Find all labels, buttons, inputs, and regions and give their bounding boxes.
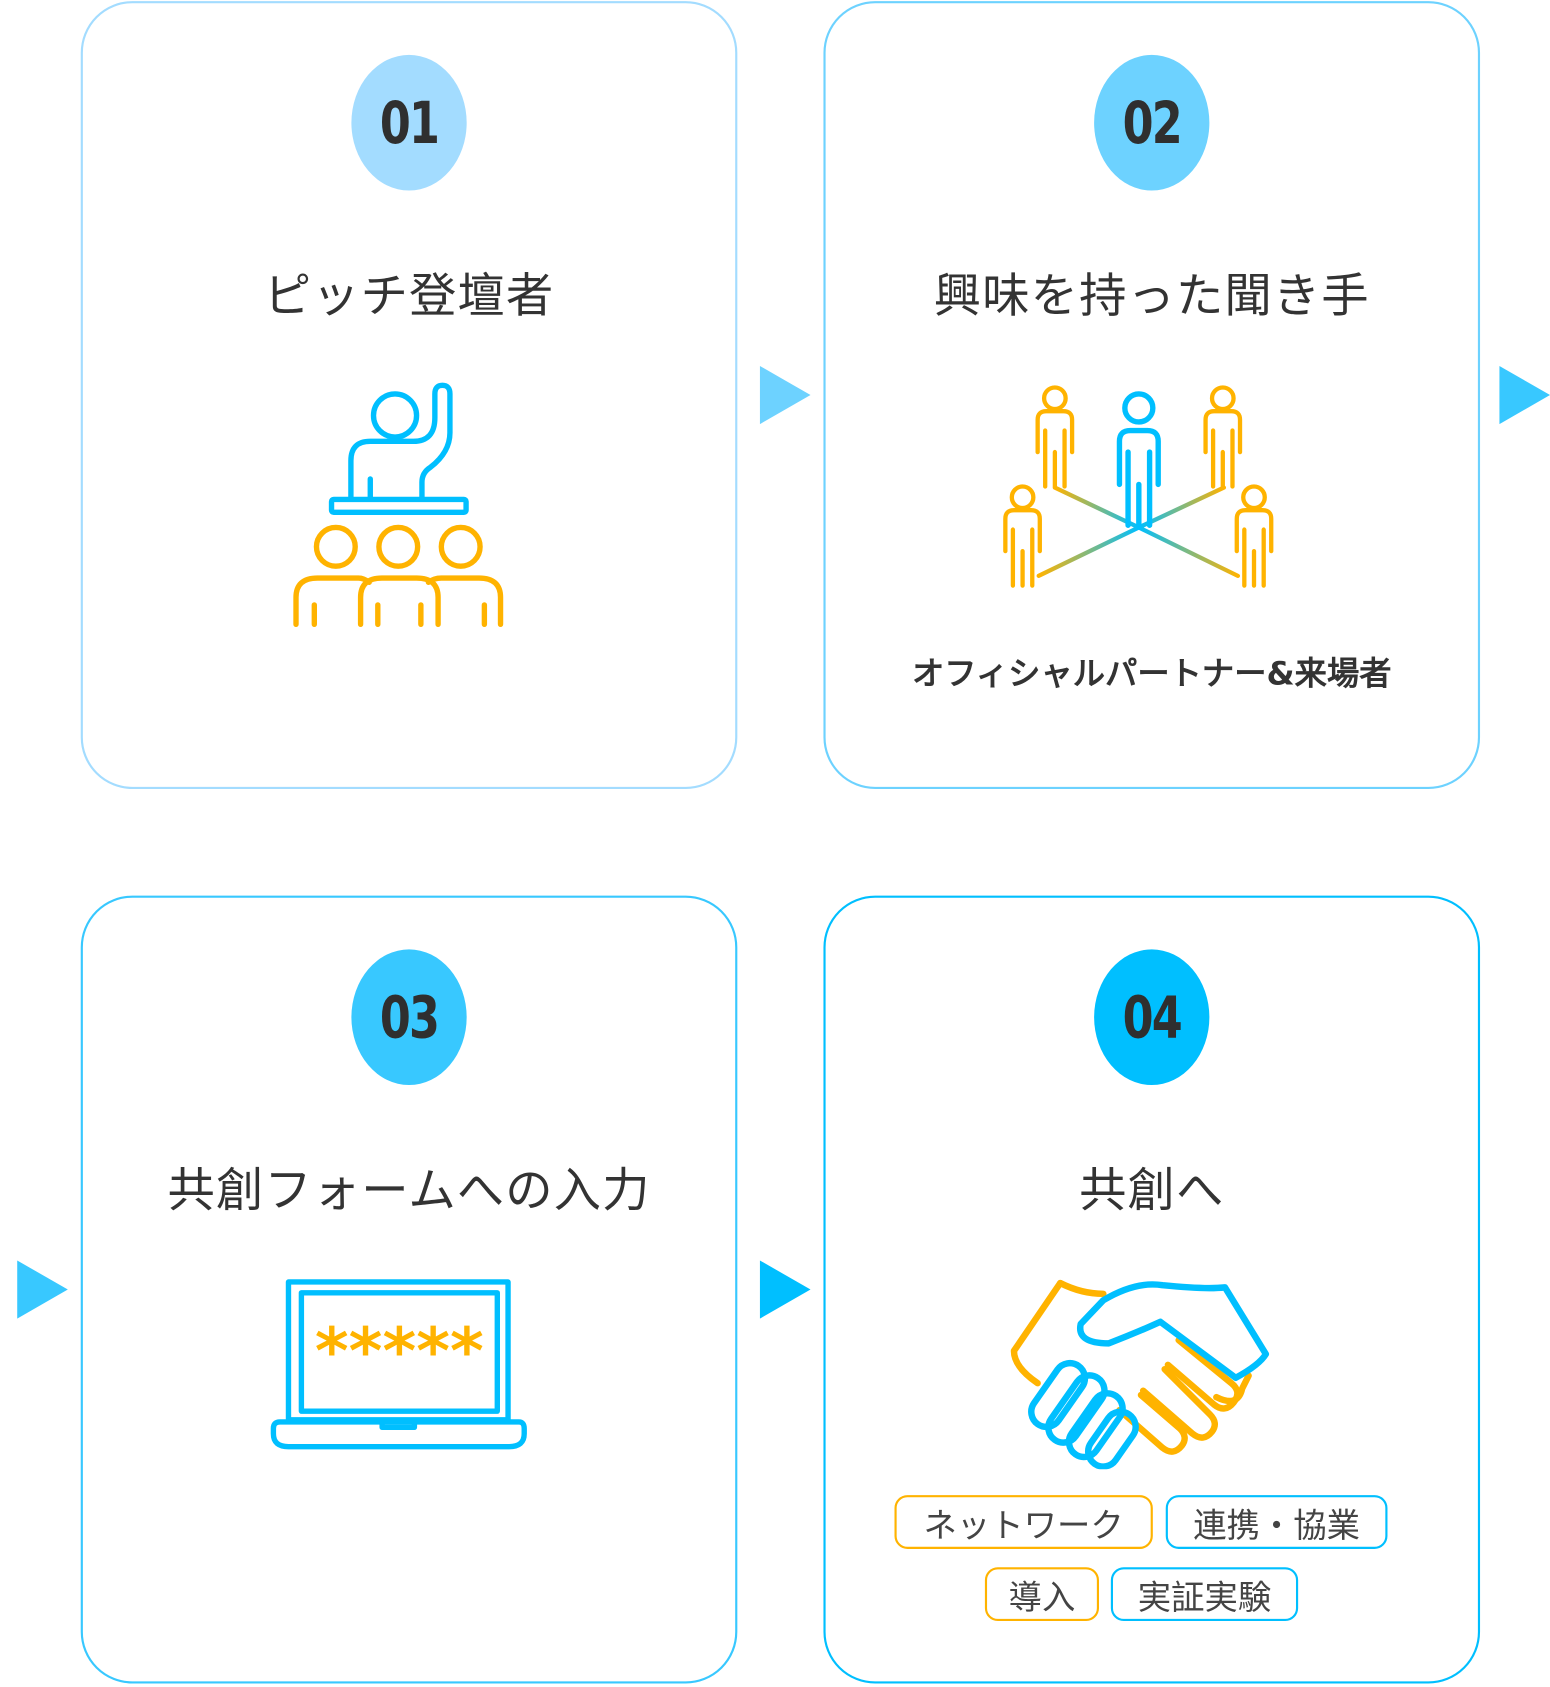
- network-people-icon: [1003, 385, 1274, 588]
- speaker-audience-icon: [293, 382, 504, 628]
- arrow-right-icon: [17, 1260, 68, 1319]
- step-card-3: 03 共創フォームへの入力: [80, 895, 738, 1684]
- handshake-icon: [1010, 1279, 1270, 1470]
- tag-adoption: 導入: [984, 1567, 1100, 1622]
- step-number-1: 01: [351, 54, 467, 191]
- step-number-4: 04: [1094, 949, 1210, 1086]
- step-title-4: 共創へ: [1079, 1163, 1225, 1219]
- laptop-password-icon: *****: [270, 1279, 527, 1450]
- tag-proof-of-concept: 実証実験: [1110, 1567, 1299, 1622]
- step-subtitle-2: オフィシャルパートナー&来場者: [911, 655, 1392, 694]
- tag-network: ネットワーク: [894, 1495, 1153, 1549]
- step-title-3: 共創フォームへの入力: [167, 1163, 651, 1219]
- arrow-right-icon: [759, 365, 811, 425]
- step-card-2: 02 興味を持った聞き手 オフィシャルパートナー&来場者: [823, 1, 1481, 790]
- tag-collaboration: 連携・協業: [1165, 1495, 1388, 1549]
- password-mask: *****: [315, 1314, 484, 1389]
- arrow-right-icon: [759, 1260, 811, 1319]
- step-card-1: 01 ピッチ登壇者: [80, 1, 738, 790]
- step-number-3: 03: [351, 949, 467, 1086]
- step-title-1: ピッチ登壇者: [263, 269, 555, 324]
- step-card-4: 04 共創へ: [823, 895, 1481, 1684]
- step-title-2: 興味を持った聞き手: [933, 269, 1370, 324]
- step-number-2: 02: [1094, 54, 1210, 191]
- arrow-right-icon: [1499, 365, 1550, 425]
